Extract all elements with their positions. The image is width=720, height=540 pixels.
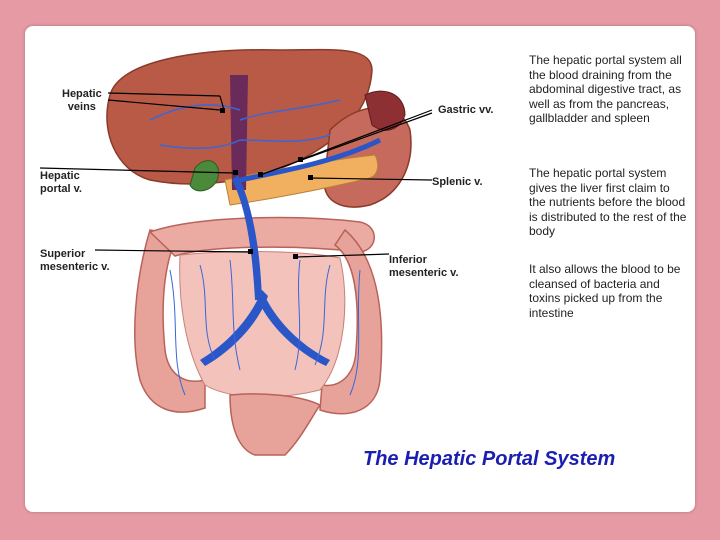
rectum	[229, 393, 322, 456]
portal-vein-trunk	[232, 175, 262, 300]
large-intestine	[134, 229, 206, 413]
inferior-vena-cava	[230, 75, 248, 190]
paragraph-portal-drainage: The hepatic portal system all the blood …	[529, 53, 682, 125]
small-intestine	[179, 251, 346, 398]
paragraph-blood-cleansing: It also allows the blood to be cleansed …	[529, 262, 681, 320]
splenic-vein	[239, 137, 382, 183]
descending-colon	[319, 228, 383, 415]
inferior-mesenteric-branch	[256, 290, 330, 366]
transverse-colon	[148, 216, 375, 257]
gallbladder	[189, 160, 220, 192]
figure-caption: The Hepatic Portal System	[363, 448, 616, 470]
hepatic-vein-branches	[149, 99, 341, 150]
leader-lines	[39, 92, 433, 258]
label-inferior-mesenteric-v: Inferior mesenteric v.	[389, 254, 459, 279]
paragraph-nutrient-priority: The hepatic portal system gives the live…	[529, 166, 687, 238]
mesenteric-vessel-network	[169, 259, 361, 396]
label-hepatic-veins: Hepatic veins	[62, 88, 102, 113]
label-splenic-v: Splenic v.	[432, 176, 483, 188]
label-gastric-vv: Gastric vv.	[438, 104, 494, 116]
label-superior-mesenteric-v: Superior mesenteric v.	[40, 248, 110, 273]
label-hepatic-portal-v: Hepatic portal v.	[40, 170, 82, 195]
leader-dots	[220, 108, 313, 259]
